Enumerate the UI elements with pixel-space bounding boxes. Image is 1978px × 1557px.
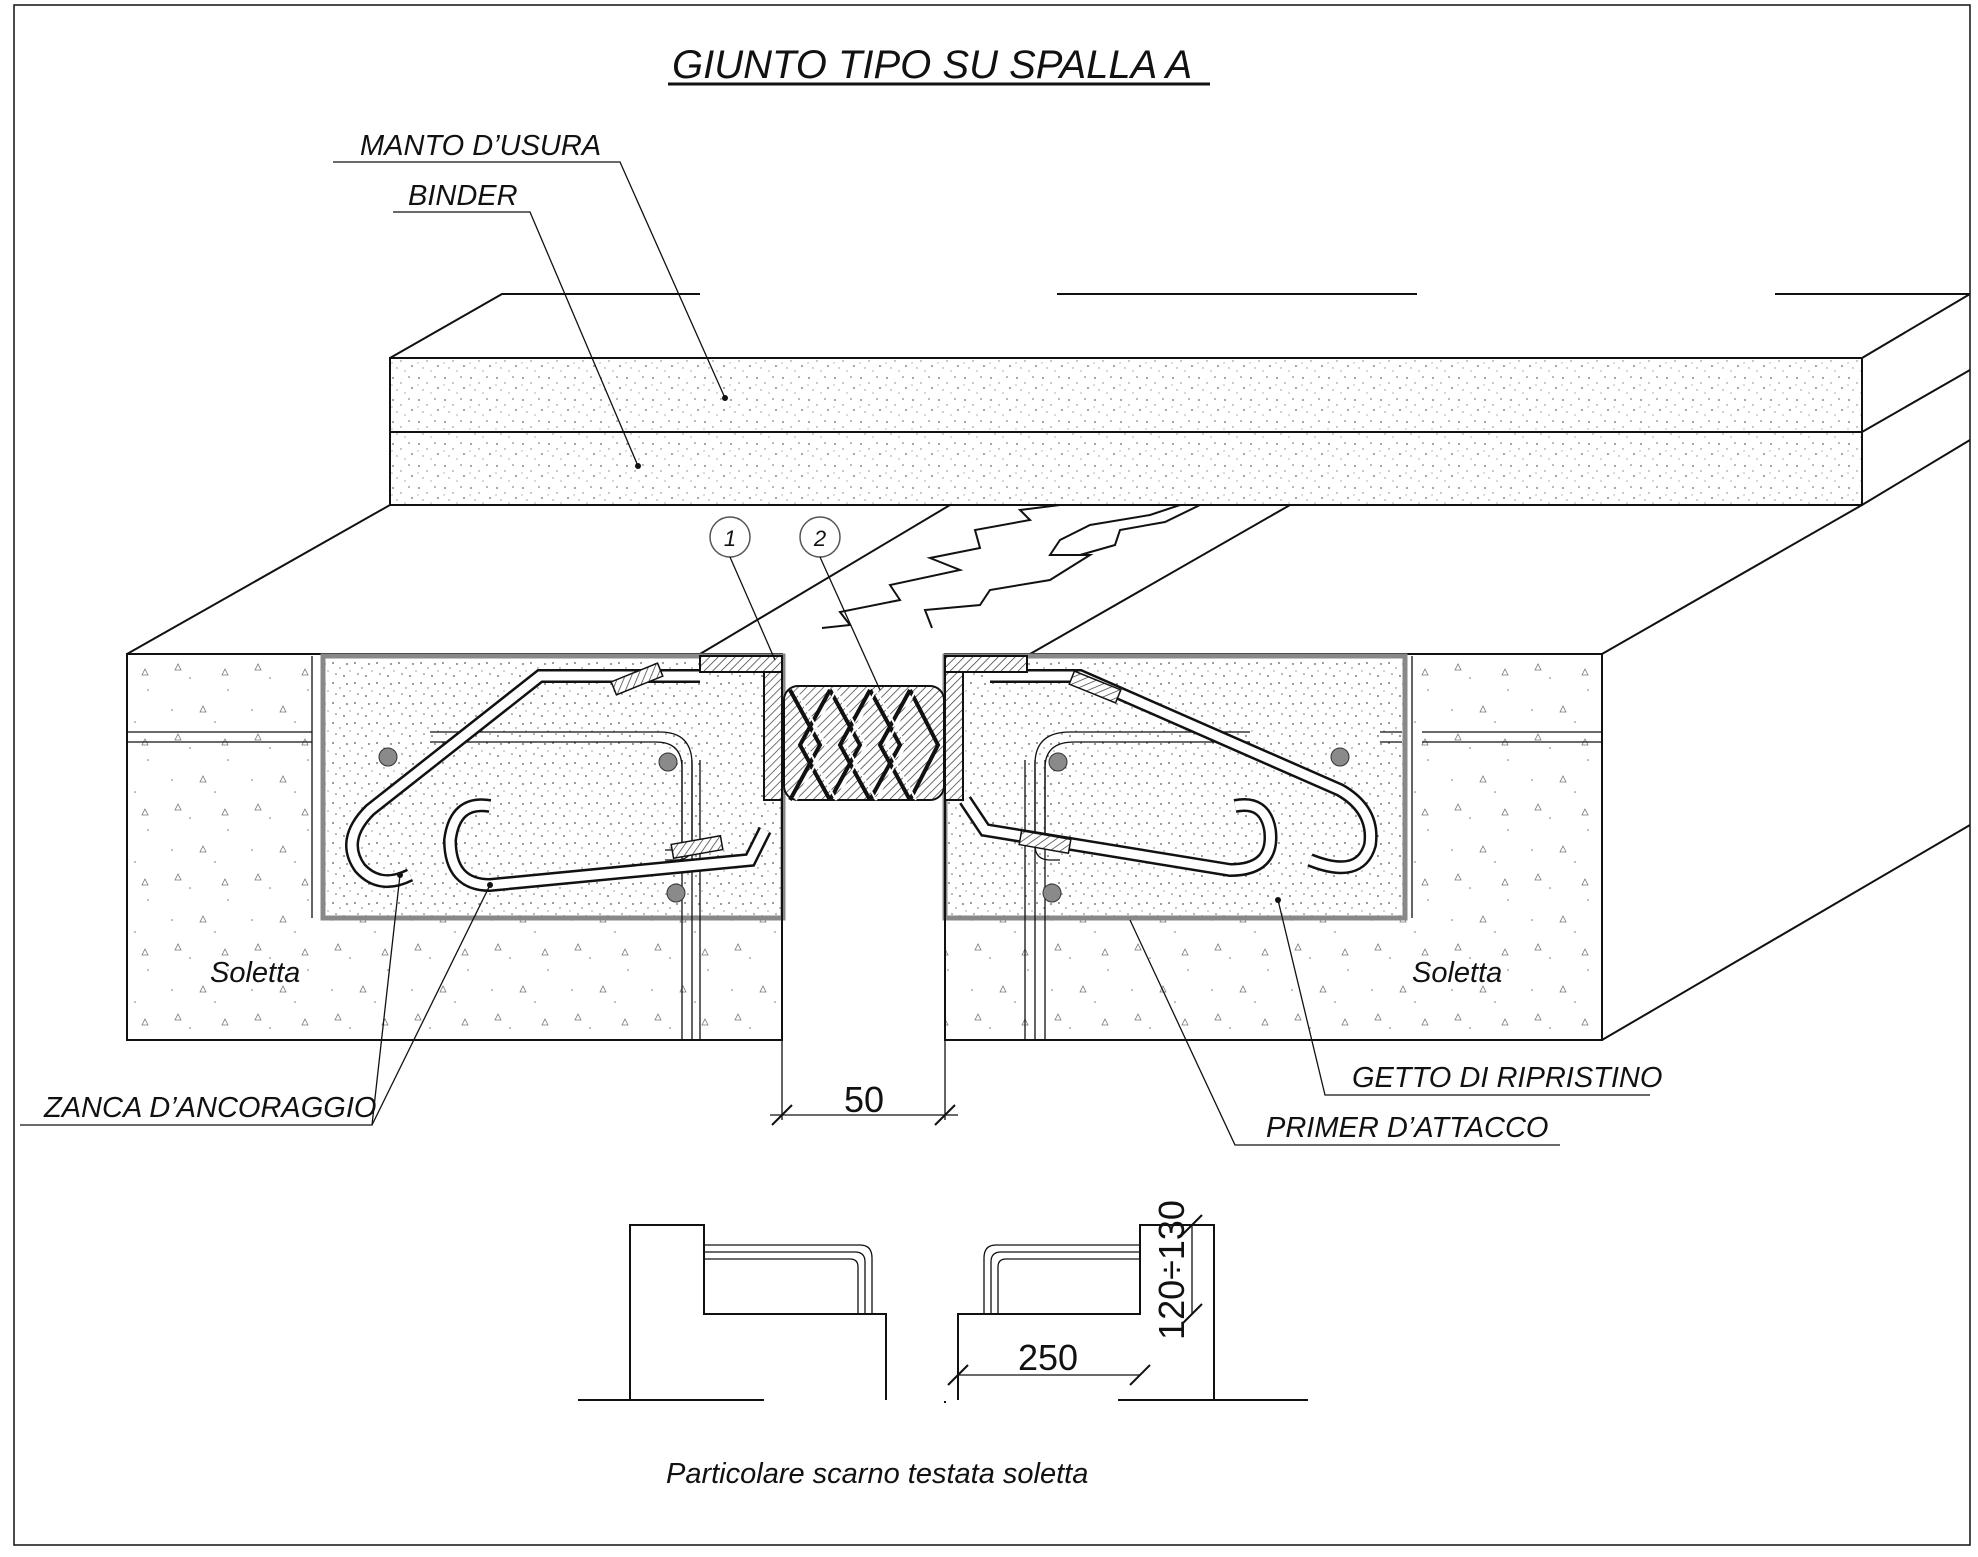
joint-channel-perspective xyxy=(821,504,1201,629)
label-soletta-right: Soletta xyxy=(1412,957,1502,989)
deck-top-surfaces xyxy=(126,504,1971,1041)
marker-1: 1 xyxy=(709,516,751,558)
section-detail: 250 120÷130 xyxy=(578,1200,1308,1403)
label-primer: PRIMER D’ATTACCO xyxy=(1266,1112,1548,1144)
joint-opening xyxy=(781,800,946,1040)
svg-text:2: 2 xyxy=(813,526,826,551)
anchor-bar-left-inner xyxy=(442,798,772,893)
anchor-bar-right-outer xyxy=(990,669,1378,875)
anchor-bar-left-outer xyxy=(345,669,700,889)
svg-text:250: 250 xyxy=(1018,1337,1078,1378)
leader-lines xyxy=(20,161,1650,1146)
label-zanca: ZANCA D’ANCORAGGIO xyxy=(43,1092,376,1124)
wearing-course-layer xyxy=(389,357,1863,433)
svg-text:50: 50 xyxy=(844,1079,884,1120)
label-soletta-left: Soletta xyxy=(210,957,300,989)
detail-caption: Particolare scarno testata soletta xyxy=(666,1458,1088,1490)
drawing-title: GIUNTO TIPO SU SPALLA A xyxy=(672,43,1192,87)
label-binder: BINDER xyxy=(408,180,518,212)
binder-layer xyxy=(389,431,1863,506)
steel-profile-right xyxy=(944,655,1028,801)
elastomeric-seal xyxy=(783,685,945,801)
drawing-frame xyxy=(13,4,1971,1546)
leader-dots xyxy=(397,395,1281,903)
marker-2: 2 xyxy=(799,516,841,558)
weld-plates xyxy=(610,662,1122,860)
svg-text:1: 1 xyxy=(724,526,736,551)
label-manto: MANTO D’USURA xyxy=(360,130,601,162)
rebar-dots xyxy=(378,747,1350,903)
back-edges xyxy=(389,293,1971,506)
dimension-gap: 50 xyxy=(770,1040,958,1126)
label-getto: GETTO DI RIPRISTINO xyxy=(1352,1062,1662,1094)
anchor-bar-right-inner xyxy=(959,796,1278,878)
svg-text:120÷130: 120÷130 xyxy=(1151,1200,1192,1340)
steel-profile-left xyxy=(699,655,783,801)
